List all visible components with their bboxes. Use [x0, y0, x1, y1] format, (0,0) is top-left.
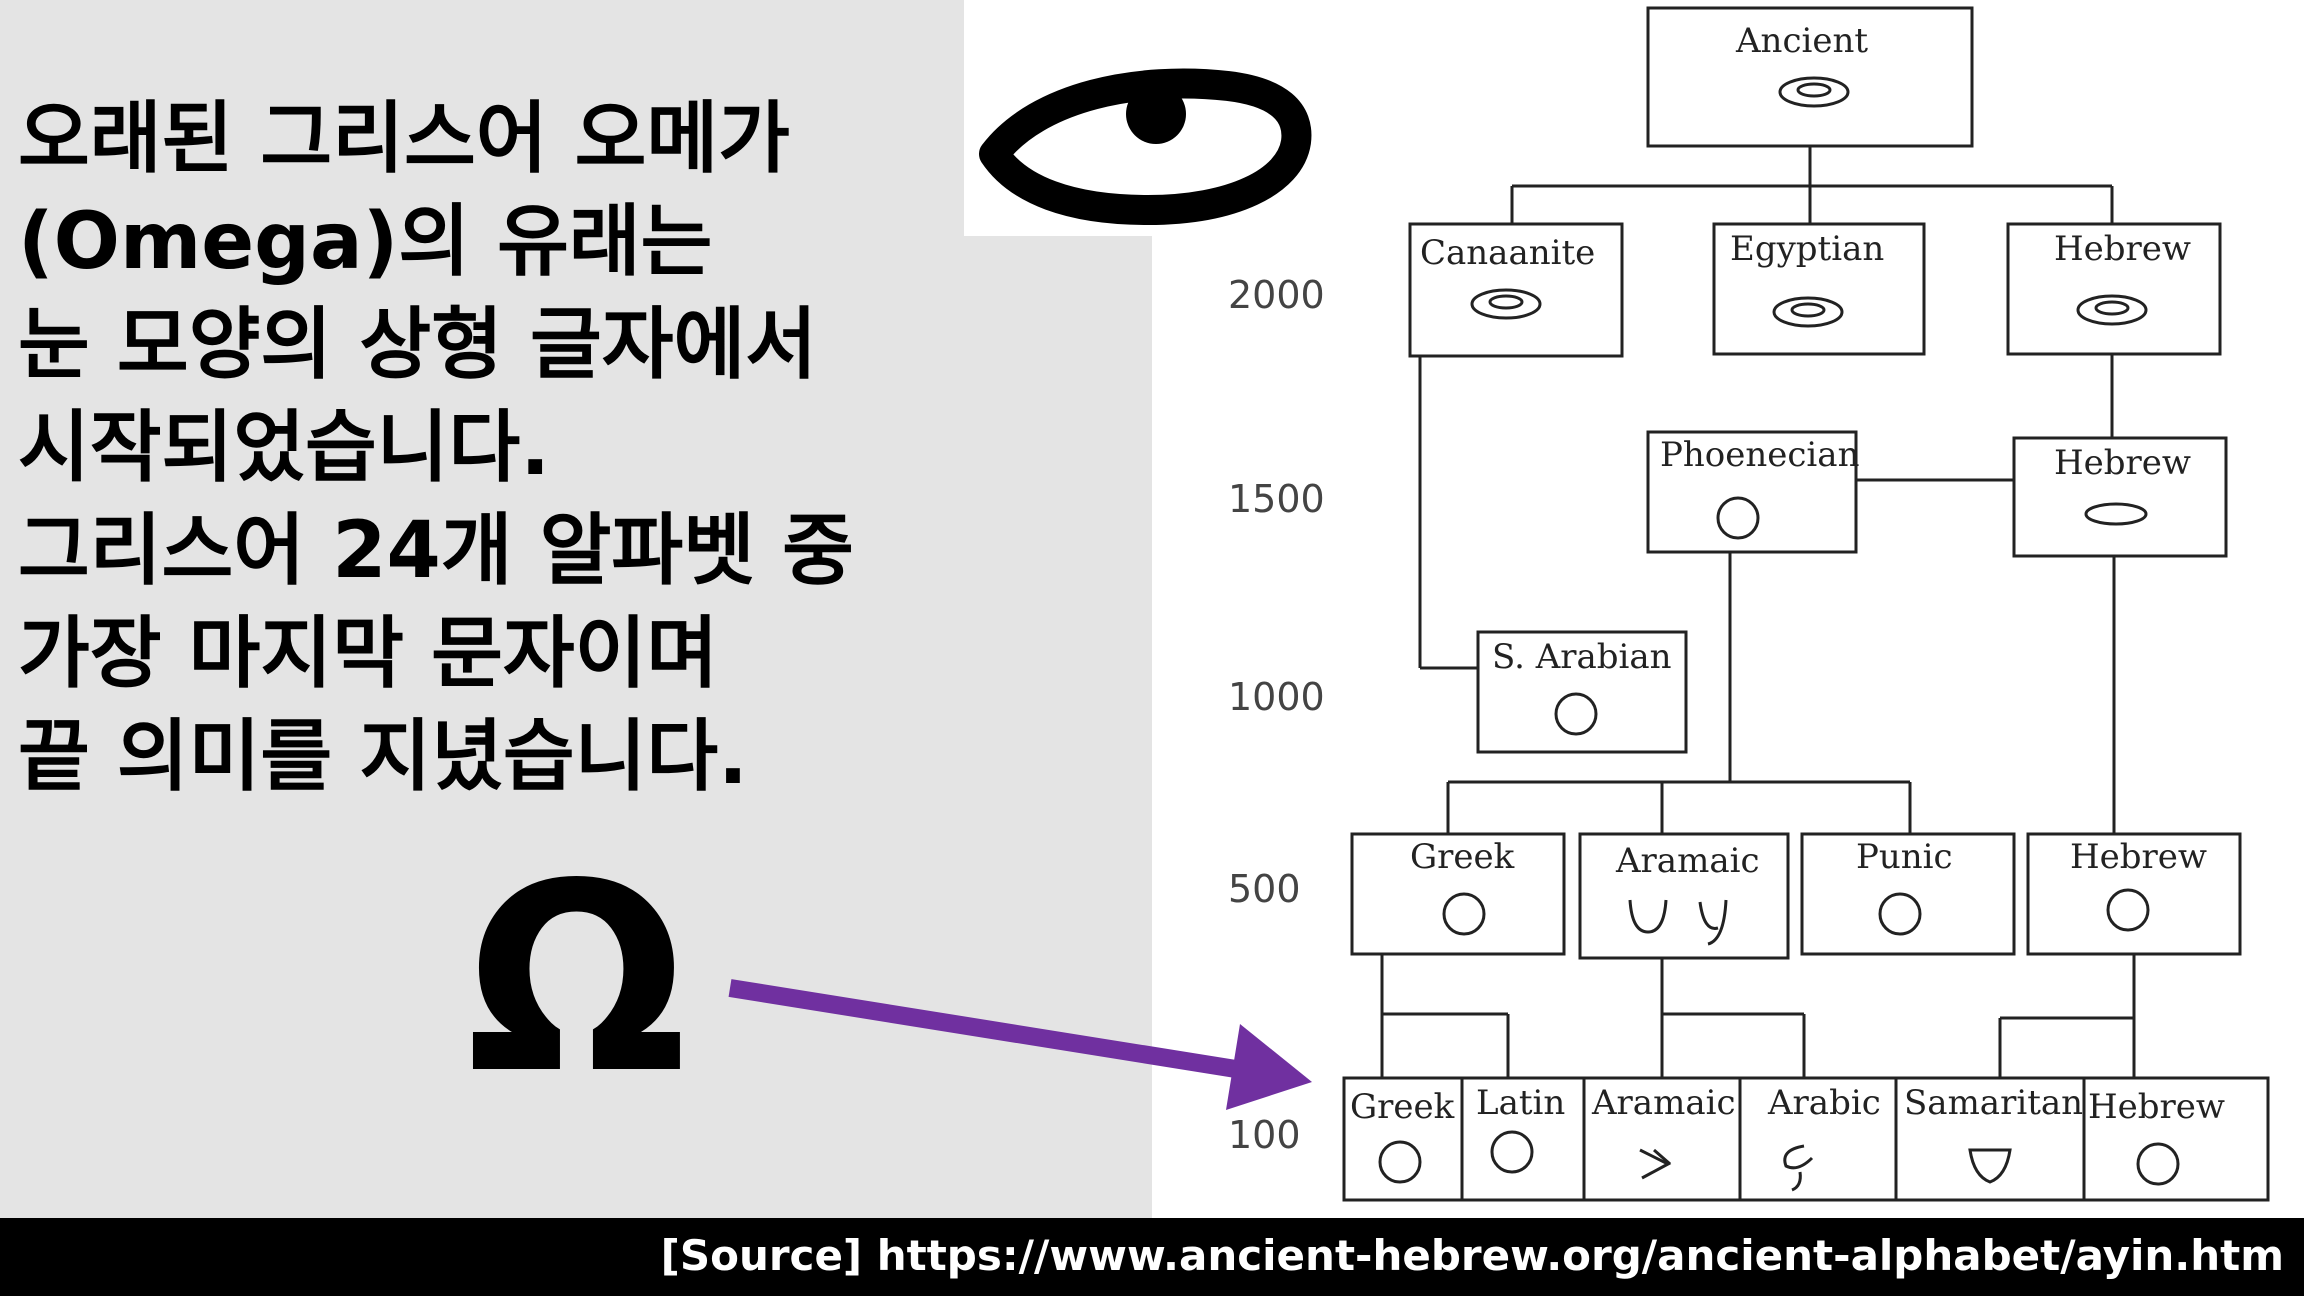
source-citation: [Source] https://www.ancient-hebrew.org/…	[660, 1231, 2284, 1280]
egyptian-eye-glyph	[1772, 296, 1844, 328]
node-punic	[1800, 832, 2016, 956]
alphabet-evolution-diagram: 2000 1500 1000 500 100 Ancient Ca	[1228, 6, 2270, 1202]
eye-pictograph-icon	[979, 68, 1312, 225]
phoenician-circle-glyph	[1716, 496, 1760, 540]
node-hebrew-2000	[2006, 222, 2222, 356]
node-phoenician-label: Phoenecian	[1660, 435, 1859, 475]
omega-symbol: Ω	[466, 829, 688, 1131]
description-line-7: 끝 의미를 지녔습니다.	[18, 712, 748, 802]
pointer-arrow	[728, 979, 1312, 1110]
hebrew-500-circle-glyph	[2106, 888, 2150, 932]
node-canaanite	[1408, 222, 1624, 358]
node-aramaic-500-label: Aramaic	[1615, 841, 1760, 881]
node-aramaic-500	[1578, 832, 1790, 960]
row-100-glyphs	[1378, 1130, 2180, 1192]
hebrew-1500-oval-glyph	[2084, 502, 2148, 526]
node-egyptian	[1712, 222, 1926, 356]
punic-circle-glyph	[1878, 892, 1922, 936]
node-aramaic-100-label: Aramaic	[1591, 1083, 1736, 1123]
year-label-500: 500	[1228, 867, 1301, 911]
node-ancient-label: Ancient	[1735, 21, 1868, 61]
description-line-4: 시작되었습니다.	[18, 403, 550, 493]
description-line-6: 가장 마지막 문자이며	[18, 609, 719, 699]
description-line-3: 눈 모양의 상형 글자에서	[18, 300, 818, 390]
node-arabic-label: Arabic	[1767, 1083, 1881, 1123]
node-hebrew-1500	[2012, 436, 2228, 558]
node-greek-100-label: Greek	[1350, 1087, 1455, 1127]
year-label-100: 100	[1228, 1113, 1301, 1157]
description-line-2: (Omega)의 유래는	[18, 197, 713, 287]
node-egyptian-label: Egyptian	[1730, 229, 1884, 269]
node-s-arabian-label: S. Arabian	[1492, 637, 1672, 677]
connector-lines	[1380, 146, 2136, 1078]
node-samaritan-label: Samaritan	[1904, 1083, 2083, 1123]
row-100-dividers	[1460, 1078, 2086, 1200]
text-panel-background	[0, 0, 1152, 1218]
canaanite-eye-glyph	[1470, 288, 1542, 320]
aramaic-500-glyphs	[1628, 899, 1728, 946]
node-greek-500-label: Greek	[1410, 837, 1515, 877]
description-line-1: 오래된 그리스어 오메가	[18, 94, 790, 184]
year-label-2000: 2000	[1228, 273, 1325, 317]
node-canaanite-label: Canaanite	[1420, 233, 1595, 273]
year-label-1000: 1000	[1228, 675, 1325, 719]
ancient-eye-glyph	[1778, 76, 1850, 108]
node-hebrew-1500-label: Hebrew	[2054, 443, 2191, 483]
source-footer-bar	[0, 1218, 2304, 1296]
description-line-5: 그리스어 24개 알파벳 중	[18, 506, 854, 596]
node-row-100	[1342, 1076, 2270, 1202]
node-hebrew-500-label: Hebrew	[2070, 837, 2207, 877]
hebrew-2000-eye-glyph	[2076, 294, 2148, 326]
greek-500-circle-glyph	[1442, 892, 1486, 936]
node-hebrew-100-label: Hebrew	[2088, 1087, 2225, 1127]
s-arabian-circle-glyph	[1554, 692, 1598, 736]
node-hebrew-500	[2026, 832, 2242, 956]
node-latin-label: Latin	[1476, 1083, 1565, 1123]
node-punic-label: Punic	[1856, 837, 1953, 877]
node-hebrew-2000-label: Hebrew	[2054, 229, 2191, 269]
description-text: 오래된 그리스어 오메가 (Omega)의 유래는 눈 모양의 상형 글자에서 …	[18, 88, 1018, 809]
year-label-1500: 1500	[1228, 477, 1325, 521]
